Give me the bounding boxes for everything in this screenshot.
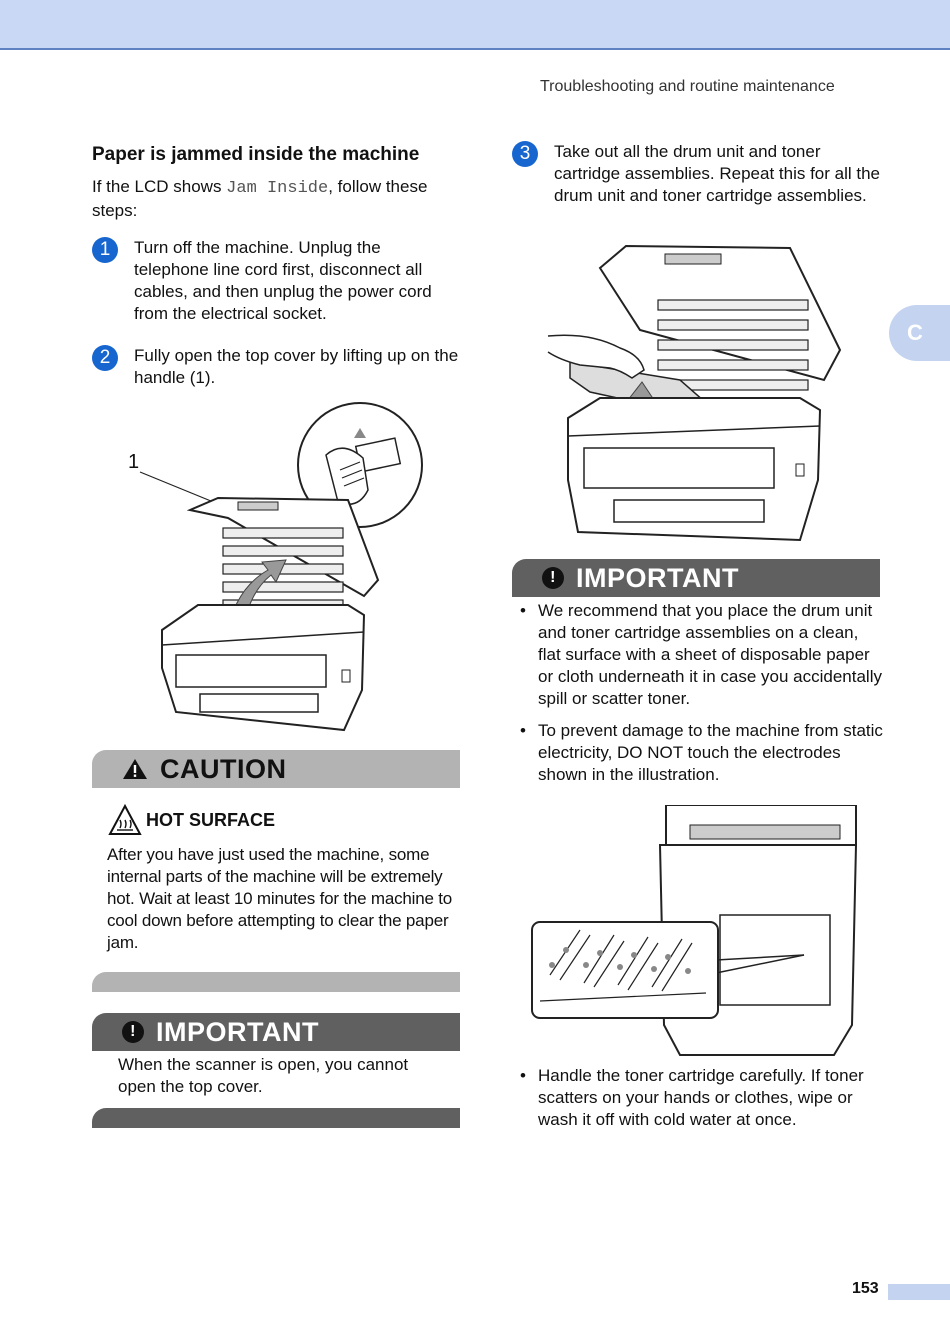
step-3: 3 Take out all the drum unit and toner c… xyxy=(512,141,880,207)
important-right-bullets: We recommend that you place the drum uni… xyxy=(512,600,884,796)
important-right-bullets-after: Handle the toner cartridge carefully. If… xyxy=(512,1065,884,1141)
hot-surface-icon xyxy=(108,804,142,835)
chapter-tab[interactable]: C xyxy=(889,305,950,361)
printer-open-cover-illustration xyxy=(139,402,423,732)
exclamation-icon: ! xyxy=(542,567,564,589)
hot-surface-label: HOT SURFACE xyxy=(146,809,276,830)
bullet-item: To prevent damage to the machine from st… xyxy=(512,720,884,786)
important-left-closer-bar xyxy=(92,1108,460,1128)
important-banner-right: ! IMPORTANT xyxy=(512,559,880,597)
important-title: IMPORTANT xyxy=(156,1016,319,1047)
lcd-message: Jam Inside xyxy=(226,179,329,198)
figure-callout-1: 1 xyxy=(128,451,140,473)
caution-closer-bar xyxy=(92,972,460,992)
step-1: 1 Turn off the machine. Unplug the telep… xyxy=(92,237,460,325)
step-text: Turn off the machine. Unplug the telepho… xyxy=(134,238,432,323)
remove-drum-unit-illustration xyxy=(547,244,842,542)
step-number-badge: 3 xyxy=(512,141,538,167)
exclamation-icon: ! xyxy=(122,1021,144,1043)
page-number-bar xyxy=(888,1284,950,1300)
left-column: Paper is jammed inside the machine If th… xyxy=(92,140,460,222)
step-number-badge: 2 xyxy=(92,345,118,371)
intro-paragraph: If the LCD shows Jam Inside, follow thes… xyxy=(92,176,460,222)
step-text: Take out all the drum unit and toner car… xyxy=(554,142,880,205)
page-number: 153 xyxy=(852,1280,879,1297)
caution-banner: CAUTION xyxy=(92,750,460,788)
bullet-item: We recommend that you place the drum uni… xyxy=(512,600,884,710)
running-head: Troubleshooting and routine maintenance xyxy=(540,78,835,95)
step-text: Fully open the top cover by lifting up o… xyxy=(134,346,459,387)
electrodes-illustration xyxy=(531,805,858,1056)
caution-text: After you have just used the machine, so… xyxy=(107,845,453,952)
important-title: IMPORTANT xyxy=(576,562,739,593)
warning-triangle-icon xyxy=(123,759,147,779)
intro-text-start: If the LCD shows xyxy=(92,177,227,196)
step-number-badge: 1 xyxy=(92,237,118,263)
important-left-text: When the scanner is open, you cannot ope… xyxy=(118,1055,409,1096)
intro-text-end: , follow these steps: xyxy=(92,177,428,220)
bullet-item: Handle the toner cartridge carefully. If… xyxy=(512,1065,884,1131)
step-2: 2 Fully open the top cover by lifting up… xyxy=(92,345,460,389)
section-title: Paper is jammed inside the machine xyxy=(92,144,420,165)
important-banner-left: ! IMPORTANT xyxy=(92,1013,460,1051)
caution-title: CAUTION xyxy=(160,753,287,784)
hot-surface-heading: HOT SURFACE xyxy=(108,804,275,836)
top-header-bar xyxy=(0,0,950,50)
